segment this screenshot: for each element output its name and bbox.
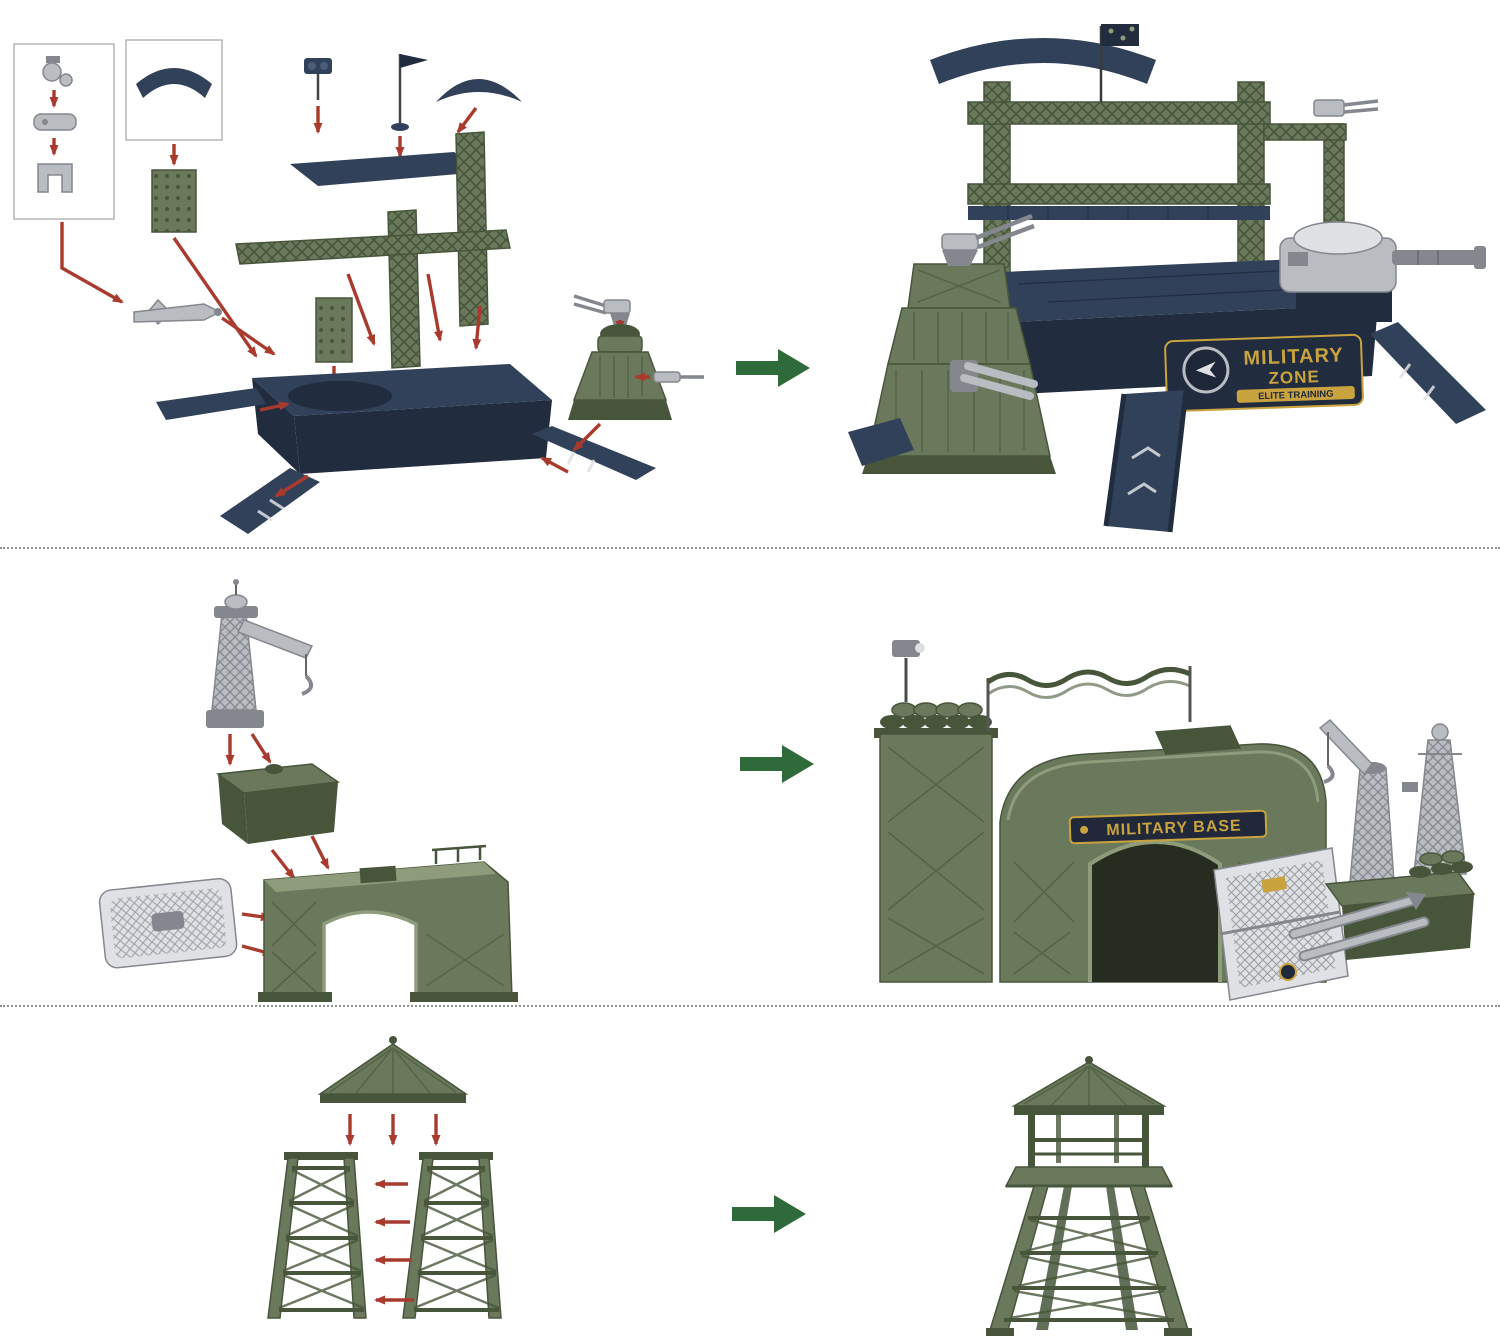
gun-pod-part bbox=[133, 298, 222, 326]
missile-props bbox=[1288, 892, 1430, 962]
sled-part-icon bbox=[33, 113, 77, 131]
section-divider bbox=[0, 547, 1500, 549]
mesh-door-part bbox=[98, 877, 238, 969]
searchlight-icon bbox=[892, 640, 925, 702]
right-ramp-part bbox=[532, 426, 656, 480]
crane-assembled bbox=[1318, 718, 1395, 883]
camo-net-posts bbox=[986, 666, 1192, 732]
mesh-door-open bbox=[1213, 847, 1349, 1001]
inset-box-winch-parts bbox=[13, 43, 115, 220]
umbrella-canopy-part bbox=[436, 79, 522, 102]
banner-subtitle: ELITE TRAINING bbox=[1258, 389, 1334, 403]
center-ramp bbox=[1103, 389, 1189, 533]
winch-pulley-icon bbox=[42, 56, 73, 87]
lattice-tower bbox=[1402, 723, 1467, 875]
left-ramp bbox=[848, 418, 914, 466]
banner-title-line1: MILITARY bbox=[1243, 344, 1344, 369]
base-platform-part bbox=[252, 364, 552, 474]
crane-part bbox=[206, 579, 314, 728]
sandbag-stack bbox=[880, 702, 992, 729]
thin-ramp-part bbox=[156, 388, 266, 420]
stud-panel-mid bbox=[315, 297, 353, 363]
banner-title-line2: ZONE bbox=[1268, 367, 1320, 388]
small-canopy-part bbox=[136, 68, 212, 98]
assembled-watchtower bbox=[986, 1056, 1192, 1336]
tower-half-left bbox=[267, 1152, 367, 1319]
section-divider bbox=[0, 1005, 1500, 1007]
exploded-view-gate-base bbox=[98, 579, 518, 1002]
assembled-command-base: MILITARY ZONE ELITE TRAINING bbox=[848, 24, 1486, 533]
exploded-view-watchtower bbox=[267, 1036, 502, 1319]
tower-roof bbox=[1011, 1056, 1167, 1115]
gate-sign: MILITARY BASE bbox=[1068, 809, 1268, 845]
gate-sign-text: MILITARY BASE bbox=[1106, 817, 1242, 839]
green-truss-frame bbox=[235, 131, 511, 369]
inset-box-canopy-part bbox=[125, 39, 223, 141]
roof-box bbox=[1154, 725, 1242, 755]
bracket-part-icon bbox=[37, 163, 73, 193]
flag-icon bbox=[1099, 24, 1139, 102]
gun-mound bbox=[862, 213, 1056, 474]
assembly-direction-arrow-icon bbox=[736, 349, 810, 387]
assembly-direction-arrow-icon bbox=[740, 745, 814, 783]
gate-railing bbox=[431, 844, 487, 864]
tower-cabin bbox=[1004, 1115, 1174, 1188]
roof-canopy bbox=[930, 38, 1156, 84]
gate-opening bbox=[1090, 842, 1220, 982]
aa-gun-top-icon bbox=[941, 213, 1035, 266]
twin-cannon-icon bbox=[950, 360, 1038, 400]
stud-panel-left bbox=[151, 169, 197, 233]
aa-gun-icon bbox=[573, 294, 631, 326]
tower-legs bbox=[986, 1185, 1192, 1336]
right-ramp bbox=[1370, 322, 1486, 424]
big-cannon-turret bbox=[1279, 221, 1486, 322]
assembled-gate-base: MILITARY BASE bbox=[874, 640, 1476, 1001]
side-gun-icon bbox=[653, 371, 704, 383]
top-right-gun-icon bbox=[1313, 99, 1379, 117]
container-part bbox=[215, 763, 341, 844]
turret-pod-part bbox=[568, 294, 704, 420]
exploded-view-command-base bbox=[13, 39, 704, 534]
long-roof-canopy-part bbox=[290, 152, 482, 186]
searchlight-part bbox=[304, 58, 332, 100]
gate-part bbox=[258, 844, 518, 1002]
corner-watchtower bbox=[874, 640, 998, 983]
roof-part bbox=[317, 1036, 469, 1103]
flag-part bbox=[391, 54, 428, 131]
assembly-direction-arrow-icon bbox=[732, 1195, 806, 1233]
tower-half-right bbox=[402, 1152, 502, 1319]
banner-plate: MILITARY ZONE ELITE TRAINING bbox=[1164, 333, 1364, 413]
